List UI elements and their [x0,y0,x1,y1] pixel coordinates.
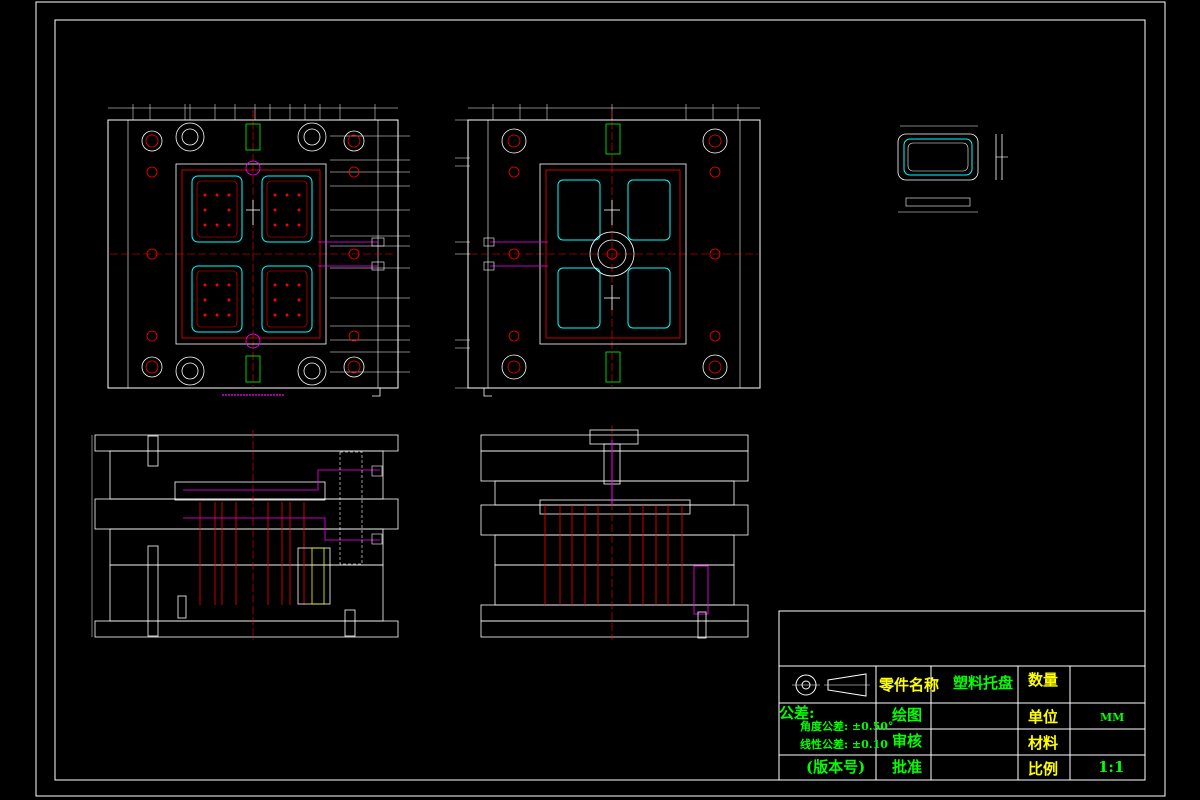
part-name-value: 塑料托盘 [953,674,1014,692]
unit-label: 单位 [1028,708,1059,726]
scale-value: 1:1 [1098,758,1125,776]
drawn-label: 绘图 [892,706,923,724]
angle-tolerance: 角度公差: ±0.50° [800,720,894,733]
review-label: 审核 [892,732,923,750]
section-view-right [480,425,749,640]
quantity-label: 数量 [1028,671,1059,689]
scale-label: 比例 [1028,760,1059,778]
linear-tolerance: 线性公差: ±0.10 [800,738,888,751]
part-detail-view [897,125,1008,213]
title-block [778,610,1146,781]
material-label: 材料 [1028,734,1059,752]
projection-symbol [792,673,870,697]
outer-frame [35,1,1166,797]
version-label: (版本号) [806,758,866,776]
plan-view-left [107,104,410,397]
approve-label: 批准 [892,758,923,776]
tolerance-label: 公差: [779,704,815,722]
part-name-label: 零件名称 [879,676,940,694]
inner-frame [54,19,1146,781]
plan-view-right [455,104,761,397]
section-view-left [91,430,399,640]
unit-value: MM [1100,711,1125,724]
